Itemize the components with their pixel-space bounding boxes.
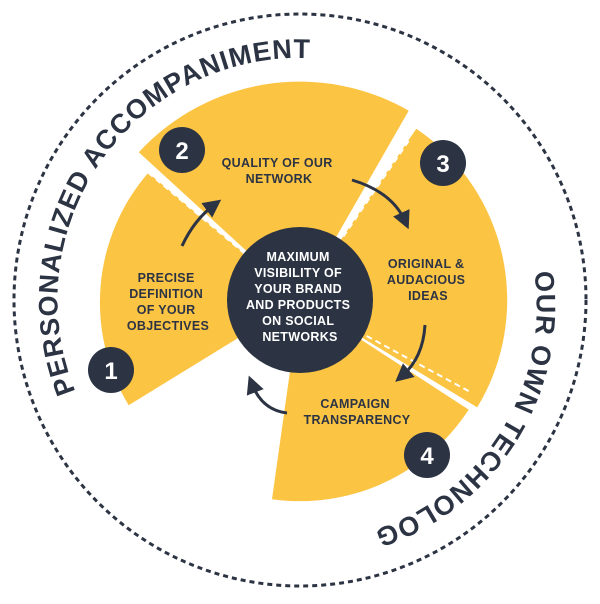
step-2-label: QUALITY OF OUR NETWORK — [222, 156, 337, 186]
step-3-line: IDEAS — [408, 289, 448, 303]
step-3-badge: 3 — [420, 140, 466, 186]
step-2-badge: 2 — [159, 127, 205, 173]
curved-arrow-icon — [180, 199, 222, 247]
center-line: MAXIMUM — [267, 250, 330, 264]
badge-number: 4 — [420, 443, 434, 470]
badge-circle — [420, 140, 466, 186]
step-2-line: NETWORK — [246, 172, 313, 186]
curved-arrow-icon — [395, 324, 427, 382]
step-1-badge: 1 — [88, 347, 134, 393]
sector-step-1 — [99, 172, 300, 406]
step-1-line: OBJECTIVES — [127, 319, 209, 333]
center-line: ON SOCIAL — [262, 314, 334, 328]
curved-arrow-icon — [246, 375, 288, 415]
step-4-badge: 4 — [404, 432, 450, 478]
center-line: NETWORKS — [262, 330, 337, 344]
center-line: YOUR BRAND — [254, 282, 342, 296]
sector-step-2 — [138, 81, 409, 301]
badge-circle — [88, 347, 134, 393]
badge-number: 2 — [175, 138, 188, 165]
step-2-line: QUALITY OF OUR — [222, 156, 333, 170]
step-4-line: TRANSPARENCY — [304, 413, 411, 427]
step-1-label: PRECISE DEFINITION OF YOUR OBJECTIVES — [127, 271, 209, 333]
step-3-label: ORIGINAL & AUDACIOUS IDEAS — [387, 257, 469, 303]
center-circle — [227, 227, 373, 373]
divider-line-3 — [299, 299, 470, 392]
outer-dashed-ring — [12, 12, 588, 588]
center-text: MAXIMUM VISIBILITY OF YOUR BRAND AND PRO… — [246, 250, 354, 344]
badge-circle — [159, 127, 205, 173]
step-1-line: PRECISE — [138, 271, 195, 285]
step-1-line: OF YOUR — [137, 303, 196, 317]
step-4-label: CAMPAIGN TRANSPARENCY — [304, 397, 411, 427]
badge-number: 1 — [104, 358, 117, 385]
step-3-line: AUDACIOUS — [387, 273, 465, 287]
sector-step-3 — [300, 128, 508, 408]
center-line: VISIBILITY OF — [254, 266, 342, 280]
badge-number: 3 — [436, 151, 449, 178]
center-line: AND PRODUCTS — [246, 298, 350, 312]
badge-circle — [404, 432, 450, 478]
curved-arrow-icon — [351, 178, 410, 230]
step-1-line: DEFINITION — [129, 287, 203, 301]
step-4-line: CAMPAIGN — [320, 397, 390, 411]
step-3-line: ORIGINAL & — [388, 257, 464, 271]
